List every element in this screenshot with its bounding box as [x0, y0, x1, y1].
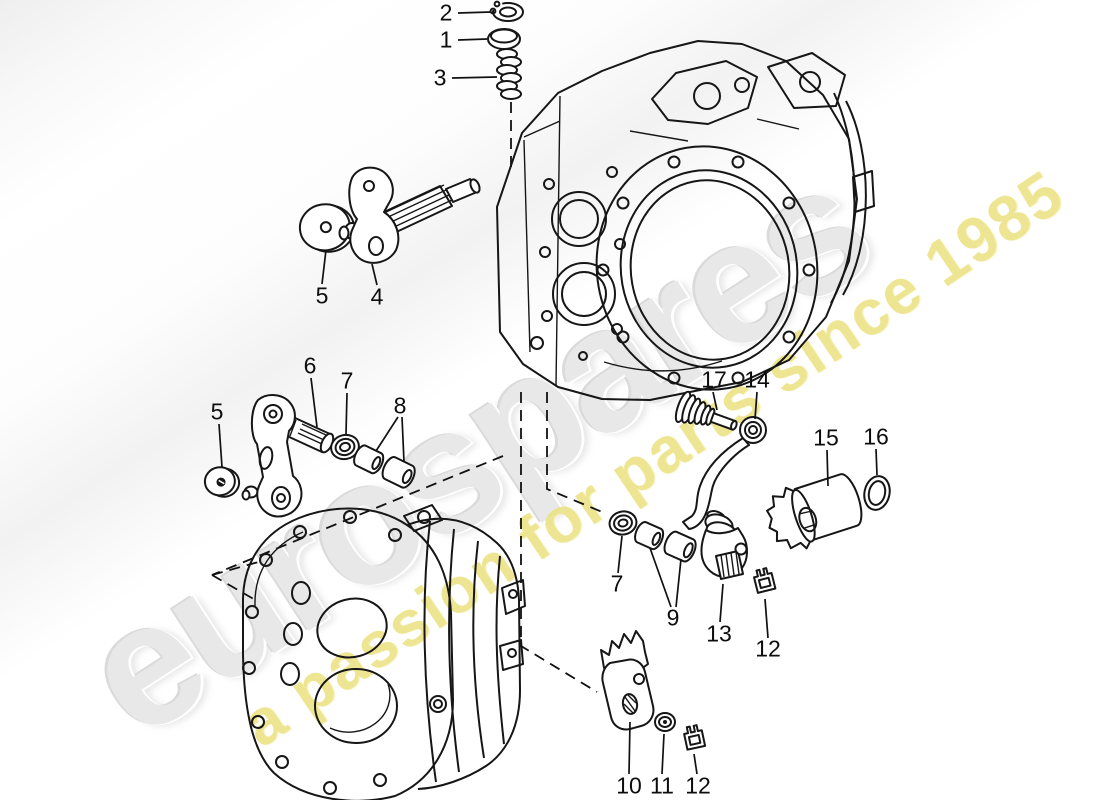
- callout-label-13: 13: [706, 620, 732, 647]
- flange-bolt-holes: [596, 155, 816, 385]
- part-1-cap: [487, 28, 521, 50]
- callout-leader-lines: [218, 11, 878, 775]
- part-3-spring: [496, 48, 522, 100]
- callout-label-16: 16: [863, 423, 889, 450]
- part-2-circlip: [487, 0, 524, 22]
- callout-label-5: 5: [315, 282, 329, 309]
- callout-label-12: 12: [755, 635, 781, 662]
- callout-label-11: 11: [650, 772, 674, 799]
- part-4-shift-lever-shaft: [338, 166, 481, 264]
- part-12-clip-upper: [751, 566, 777, 594]
- part-16-o-ring: [863, 475, 891, 511]
- part-5-washer-upper: [298, 203, 356, 253]
- part-17-detent-plunger: [674, 390, 738, 431]
- part-5-washer-lower: [203, 466, 241, 498]
- callout-label-10: 10: [616, 772, 642, 799]
- face-bolt-holes: [530, 166, 626, 361]
- part-13-gear-segment-lever: [700, 510, 748, 580]
- part-10-toothed-pawl: [600, 630, 655, 731]
- callout-label-4: 4: [370, 283, 384, 310]
- part-9-bushings: [634, 521, 697, 563]
- callout-label-9: 9: [666, 604, 680, 631]
- part-14-selector-arm: [682, 416, 767, 530]
- part-6-selector-lever-shaft: [241, 394, 335, 518]
- callout-label-7: 7: [610, 570, 624, 597]
- part-12-clip-lower: [681, 723, 707, 751]
- callout-label-8: 8: [393, 392, 407, 419]
- callout-label-15: 15: [813, 424, 839, 451]
- carrier-bolt-holes: [242, 510, 402, 795]
- part-7-seal-lower: [608, 510, 638, 536]
- callout-label-5: 5: [210, 398, 224, 425]
- callout-label-14: 14: [744, 366, 770, 393]
- callout-label-7: 7: [340, 367, 354, 394]
- callout-label-12: 12: [685, 772, 711, 799]
- transmission-bell-housing-drawing: [496, 40, 875, 401]
- callout-label-1: 1: [439, 26, 453, 53]
- gear-carrier-housing-drawing: [241, 504, 526, 800]
- part-15-drive-coupling: [766, 473, 863, 550]
- callout-label-17: 17: [701, 366, 727, 393]
- callout-label-3: 3: [433, 64, 447, 91]
- callout-label-2: 2: [439, 0, 453, 26]
- callout-label-6: 6: [303, 352, 317, 379]
- part-8-bushings: [353, 444, 416, 489]
- part-7-seal-upper: [330, 433, 360, 461]
- part-11-grommet: [654, 712, 676, 732]
